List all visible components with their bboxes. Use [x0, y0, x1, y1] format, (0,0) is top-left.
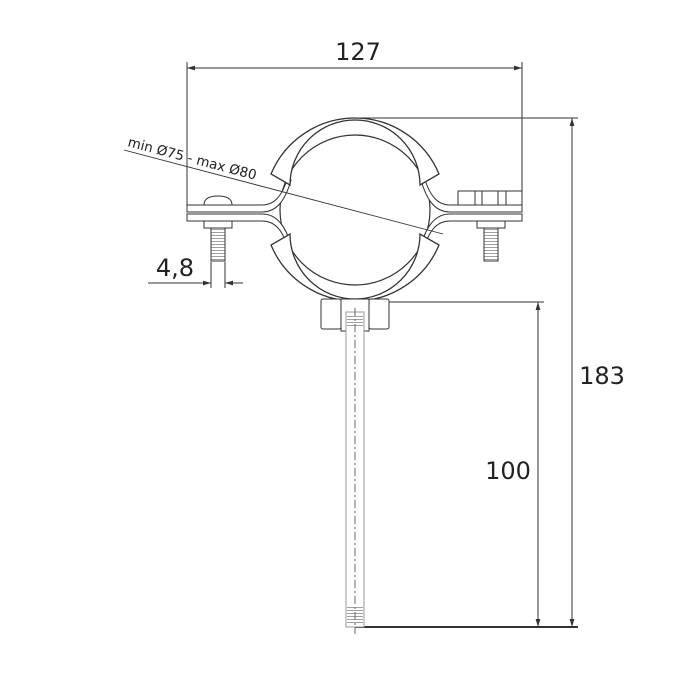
threaded-rod: [345, 308, 365, 634]
pipe-range-leader: [123, 149, 444, 235]
pipe-outline: [279, 134, 431, 286]
dimension-rod-length: [385, 301, 544, 627]
dimension-height-total: [355, 117, 578, 628]
left-bolt: [203, 195, 233, 262]
clamp-rubber-lining: [270, 117, 440, 302]
right-bolt: [457, 190, 523, 262]
dimension-width-label: 127: [335, 38, 381, 66]
dimension-width: [186, 62, 523, 205]
dimension-bolt-diameter-label: 4,8: [156, 254, 194, 282]
dimension-rod-length-label: 100: [485, 457, 531, 485]
dimension-bolt-diameter: [148, 262, 243, 288]
dimension-height-total-label: 183: [579, 362, 625, 390]
pipe-range-label: min Ø75 - max Ø80: [126, 134, 258, 183]
